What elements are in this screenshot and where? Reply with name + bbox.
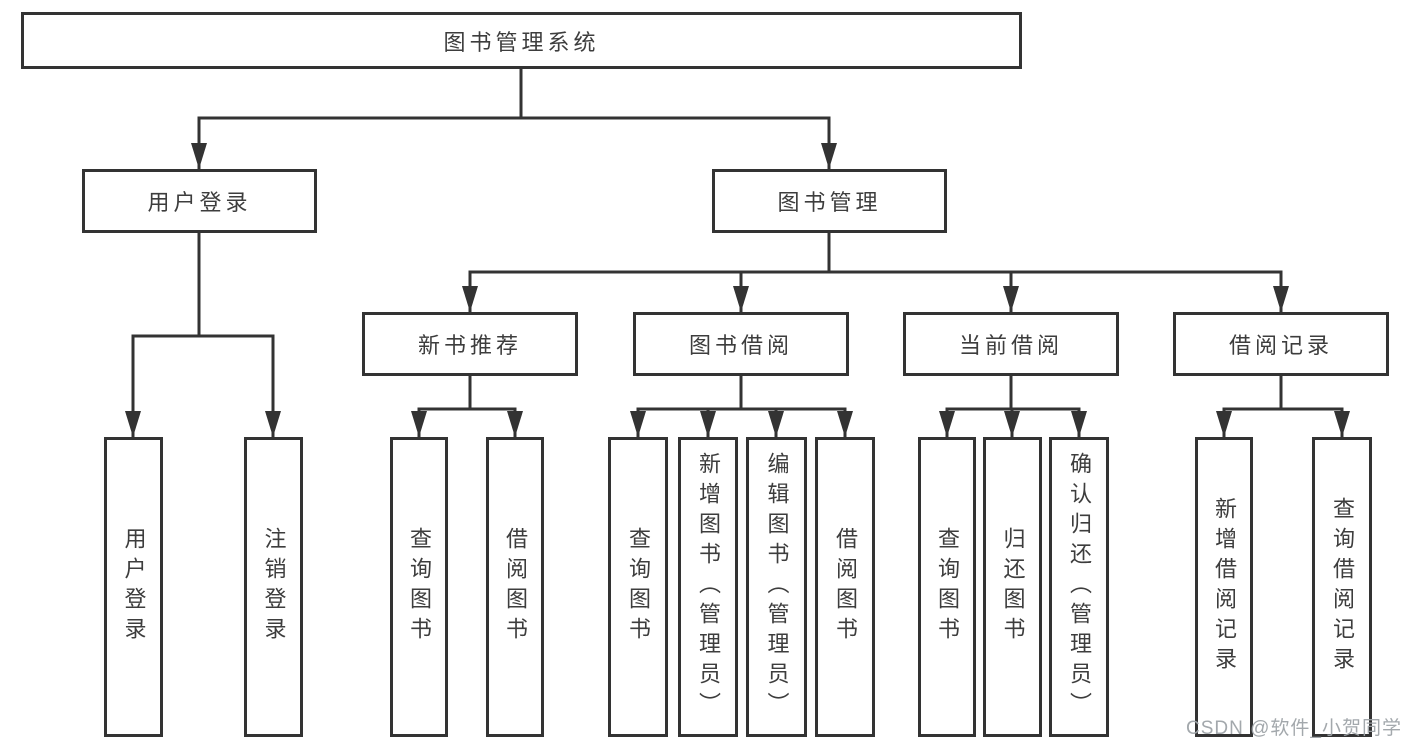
leaf-borrow-books: 借阅图书 bbox=[815, 437, 875, 737]
leaf-query-borrow-record-label: 查询借阅记录 bbox=[1330, 497, 1355, 677]
leaf-add-borrow-record-label: 新增借阅记录 bbox=[1212, 497, 1237, 677]
leaf-query-books-borrow-label: 查询图书 bbox=[626, 527, 651, 647]
leaf-edit-books-admin: 编辑图书（管理员） bbox=[746, 437, 807, 737]
leaf-query-borrow-record: 查询借阅记录 bbox=[1312, 437, 1372, 737]
leaf-logout: 注销登录 bbox=[244, 437, 303, 737]
leaf-logout-label: 注销登录 bbox=[261, 527, 287, 647]
node-root-system: 图书管理系统 bbox=[21, 12, 1022, 69]
leaf-confirm-return-admin: 确认归还（管理员） bbox=[1049, 437, 1109, 737]
leaf-query-books-current: 查询图书 bbox=[918, 437, 976, 737]
leaf-user-login-label: 用户登录 bbox=[121, 527, 147, 647]
leaf-borrow-books-recommend-label: 借阅图书 bbox=[503, 527, 528, 647]
leaf-return-books-label: 归还图书 bbox=[1000, 527, 1026, 647]
leaf-borrow-books-label: 借阅图书 bbox=[833, 527, 858, 647]
node-book-management-module: 图书管理 bbox=[712, 169, 947, 233]
leaf-query-books-recommend: 查询图书 bbox=[390, 437, 448, 737]
leaf-add-books-admin-label: 新增图书（管理员） bbox=[696, 452, 721, 722]
node-new-book-recommend: 新书推荐 bbox=[362, 312, 578, 376]
leaf-query-books-current-label: 查询图书 bbox=[935, 527, 960, 647]
csdn-watermark: CSDN @软件_小贺同学 bbox=[1186, 718, 1402, 739]
leaf-add-borrow-record: 新增借阅记录 bbox=[1195, 437, 1253, 737]
leaf-return-books: 归还图书 bbox=[983, 437, 1042, 737]
node-current-borrowing: 当前借阅 bbox=[903, 312, 1119, 376]
leaf-add-books-admin: 新增图书（管理员） bbox=[678, 437, 738, 737]
leaf-user-login: 用户登录 bbox=[104, 437, 163, 737]
leaf-query-books-borrow: 查询图书 bbox=[608, 437, 668, 737]
node-borrowing-records: 借阅记录 bbox=[1173, 312, 1389, 376]
leaf-query-books-recommend-label: 查询图书 bbox=[407, 527, 432, 647]
node-user-login-module: 用户登录 bbox=[82, 169, 317, 233]
leaf-edit-books-admin-label: 编辑图书（管理员） bbox=[764, 452, 790, 722]
leaf-borrow-books-recommend: 借阅图书 bbox=[486, 437, 544, 737]
node-book-borrowing: 图书借阅 bbox=[633, 312, 849, 376]
leaf-confirm-return-admin-label: 确认归还（管理员） bbox=[1067, 452, 1092, 722]
